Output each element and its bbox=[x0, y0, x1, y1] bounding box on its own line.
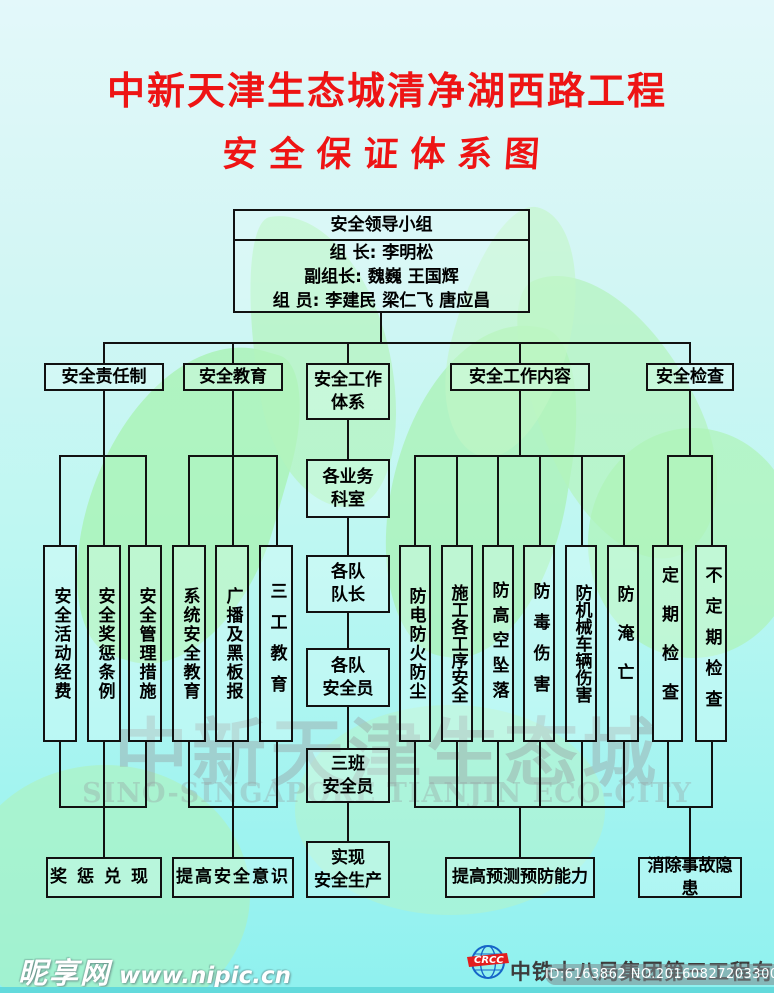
connector-line bbox=[232, 391, 234, 455]
box-three-work-education: 三工教育 bbox=[259, 545, 293, 742]
box-responsibility: 安全责任制 bbox=[44, 363, 164, 391]
box-goal-safe-production: 实现 安全生产 bbox=[306, 841, 390, 898]
page-subtitle: 安全保证体系图 bbox=[220, 134, 553, 175]
connector-line bbox=[276, 455, 278, 545]
connector-line bbox=[347, 518, 349, 555]
box-outcome-awareness: 提高安全意识 bbox=[172, 857, 294, 898]
connector-line bbox=[667, 742, 669, 806]
box-team-safety-officers: 各队 安全员 bbox=[306, 648, 390, 707]
box-periodic-inspection: 定期检查 bbox=[652, 545, 683, 742]
box-activity-funds: 安全活动经费 bbox=[43, 545, 77, 742]
connector-line bbox=[103, 391, 105, 455]
connector-line bbox=[347, 707, 349, 748]
connector-line bbox=[456, 742, 458, 806]
box-outcome-prediction: 提高预测预防能力 bbox=[445, 857, 595, 898]
connector-line bbox=[456, 455, 458, 545]
connector-line bbox=[519, 391, 521, 455]
connector-line bbox=[519, 806, 521, 857]
connector-line bbox=[689, 342, 691, 363]
connector-line bbox=[232, 806, 234, 857]
connector-line bbox=[145, 742, 147, 806]
connector-line bbox=[497, 742, 499, 806]
box-system-education: 系统安全教育 bbox=[172, 545, 206, 742]
box-machine-vehicle-injury: 防机械车辆伤害 bbox=[565, 545, 597, 742]
nipic-site-url: www.nipic.cn bbox=[119, 963, 292, 989]
connector-line bbox=[103, 742, 105, 806]
box-departments: 各业务 科室 bbox=[306, 459, 390, 518]
connector-line bbox=[623, 455, 625, 545]
connector-line bbox=[347, 342, 349, 363]
id-watermark-bar: ID:6163862 NO.20160827203300941000 bbox=[545, 964, 774, 985]
page-title: 中新天津生态城清净湖西路工程 bbox=[106, 69, 667, 113]
connector-line bbox=[581, 455, 583, 545]
connector-line bbox=[711, 742, 713, 806]
connector-line bbox=[380, 313, 382, 342]
box-nonperiodic-inspection: 不定期检查 bbox=[695, 545, 727, 742]
svg-text:CRCC: CRCC bbox=[474, 955, 504, 966]
connector-line bbox=[232, 742, 234, 806]
connector-line bbox=[667, 455, 669, 545]
crcc-logo: CRCC 中国铁建 bbox=[463, 943, 513, 993]
connector-line bbox=[689, 391, 691, 455]
connector-line bbox=[59, 742, 61, 806]
leader-group-box: 安全领导小组 组 长: 李明松 副组长: 魏巍 王国辉 组 员: 李建民 梁仁飞… bbox=[233, 209, 530, 313]
connector-line bbox=[347, 803, 349, 841]
connector-line bbox=[232, 455, 234, 545]
box-reward-rules: 安全奖惩条例 bbox=[87, 545, 121, 742]
box-fire-dust-prevention: 防电防火防尘 bbox=[399, 545, 431, 742]
connector-line bbox=[581, 742, 583, 806]
connector-line bbox=[689, 806, 691, 857]
connector-line bbox=[59, 455, 61, 545]
connector-line bbox=[497, 455, 499, 545]
box-drowning-prevention: 防淹亡 bbox=[607, 545, 639, 742]
connector-line bbox=[414, 455, 416, 545]
leader-row-deputy: 副组长: 魏巍 王国辉 bbox=[304, 267, 459, 287]
connector-line bbox=[414, 455, 625, 457]
box-education: 安全教育 bbox=[183, 363, 283, 391]
watermark-english: SINO-SINGAPORE TIANJIN ECO-CITY bbox=[82, 778, 692, 809]
connector-line bbox=[519, 342, 521, 363]
connector-line bbox=[103, 342, 105, 363]
box-process-safety: 施工各工序安全 bbox=[441, 545, 473, 742]
box-management-measures: 安全管理措施 bbox=[128, 545, 162, 742]
connector-line bbox=[103, 806, 105, 857]
box-outcome-elimination: 消除事故隐患 bbox=[638, 856, 742, 899]
leader-row-members: 组 员: 李建民 梁仁飞 唐应昌 bbox=[272, 291, 491, 311]
connector-line bbox=[667, 455, 713, 457]
box-team-leaders: 各队 队长 bbox=[306, 555, 390, 613]
connector-line bbox=[623, 742, 625, 806]
connector-line bbox=[276, 742, 278, 806]
connector-line bbox=[103, 342, 691, 344]
crcc-globe-icon: CRCC bbox=[467, 945, 509, 979]
box-shift-safety-officers: 三班 安全员 bbox=[306, 748, 390, 803]
connector-line bbox=[188, 742, 190, 806]
box-work-system: 安全工作 体系 bbox=[306, 363, 390, 420]
box-broadcast-blackboard: 广播及黑板报 bbox=[215, 545, 249, 742]
box-outcome-rewards: 奖惩兑现 bbox=[46, 857, 162, 898]
connector-line bbox=[103, 455, 105, 545]
connector-line bbox=[347, 420, 349, 459]
connector-line bbox=[414, 742, 416, 806]
leader-row-chief: 组 长: 李明松 bbox=[329, 243, 434, 263]
connector-line bbox=[232, 342, 234, 363]
nipic-watermark: 昵享网 www.nipic.cn bbox=[18, 950, 291, 992]
box-inspection: 安全检查 bbox=[646, 363, 734, 391]
connector-line bbox=[539, 742, 541, 806]
bottom-edge-strip bbox=[0, 987, 774, 993]
connector-line bbox=[711, 455, 713, 545]
box-fall-prevention: 防高空坠落 bbox=[482, 545, 514, 742]
box-work-content: 安全工作内容 bbox=[450, 363, 590, 391]
connector-line bbox=[347, 613, 349, 648]
box-poison-prevention: 防毒伤害 bbox=[523, 545, 555, 742]
connector-line bbox=[145, 455, 147, 545]
nipic-site-name: 昵享网 bbox=[18, 956, 112, 990]
leader-group-title: 安全领导小组 bbox=[235, 211, 528, 241]
connector-line bbox=[539, 455, 541, 545]
connector-line bbox=[188, 455, 190, 545]
